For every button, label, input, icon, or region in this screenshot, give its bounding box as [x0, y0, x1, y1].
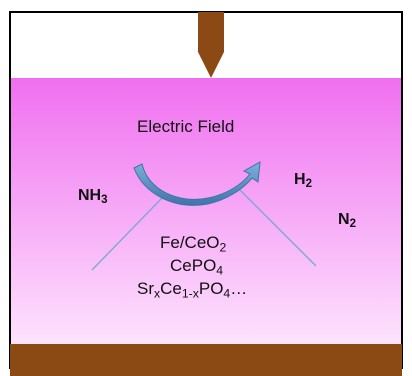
catalyst-cepo4: CePO4 — [170, 256, 224, 278]
curved-arrow-icon — [133, 161, 261, 206]
needle-electrode — [198, 12, 224, 78]
product-h2: H2 — [294, 171, 312, 191]
catalyst-fe-ceo2: Fe/CeO2 — [160, 233, 227, 255]
plasma-chamber — [10, 78, 402, 344]
product-line — [237, 187, 317, 267]
ground-electrode — [10, 344, 402, 376]
catalyst-srxce1-xpo4: SrxCe1-xPO4… — [137, 279, 248, 301]
electric-field-label: Electric Field — [137, 117, 235, 136]
product-n2: N2 — [338, 211, 356, 231]
reactant-nh3: NH3 — [78, 187, 108, 207]
reactant-line — [91, 196, 164, 271]
